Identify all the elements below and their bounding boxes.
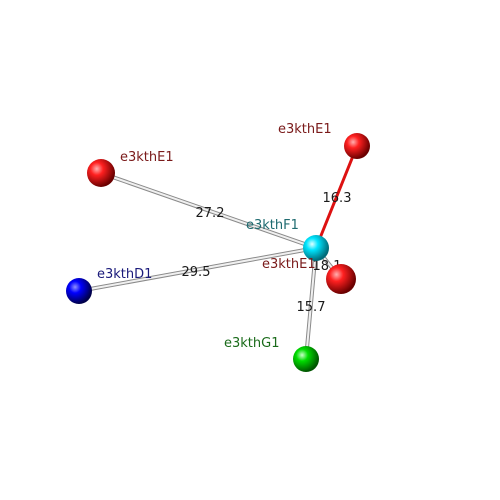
atom-labels-layer: e3kthE1 e3kthE1 e3kthF1 e3kthE1 e3kthD1 e3kth…	[97, 122, 332, 351]
atoms-layer	[66, 133, 370, 372]
distance-label: 29.5	[182, 265, 211, 280]
atom-sphere-e1c[interactable]	[326, 264, 356, 294]
bond-f1-g1	[304, 246, 318, 361]
bond-e1a-f1	[99, 171, 318, 250]
atom-sphere-d1[interactable]	[66, 278, 92, 304]
atom-label-g1: e3kthG1	[224, 336, 279, 351]
atom-label-d1: e3kthD1	[97, 267, 152, 282]
atom-label-e1c: e3kthE1	[262, 257, 316, 272]
distance-label: 15.7	[297, 300, 326, 315]
atom-sphere-g1[interactable]	[293, 346, 319, 372]
bond-d1-f1	[77, 246, 318, 293]
atom-sphere-e1b[interactable]	[344, 133, 370, 159]
atom-label-f1: e3kthF1	[246, 218, 299, 233]
bond-e1b-f1	[314, 144, 359, 250]
bonds-layer	[77, 144, 359, 361]
distance-labels-layer: 16.327.229.515.718.1	[182, 191, 352, 315]
distance-label: 16.3	[323, 191, 352, 206]
atom-label-e1a: e3kthE1	[120, 150, 174, 165]
distance-label: 27.2	[196, 206, 225, 221]
atom-label-e1b: e3kthE1	[278, 122, 332, 137]
atom-sphere-e1a[interactable]	[87, 159, 115, 187]
atom-sphere-f1[interactable]	[303, 235, 329, 261]
